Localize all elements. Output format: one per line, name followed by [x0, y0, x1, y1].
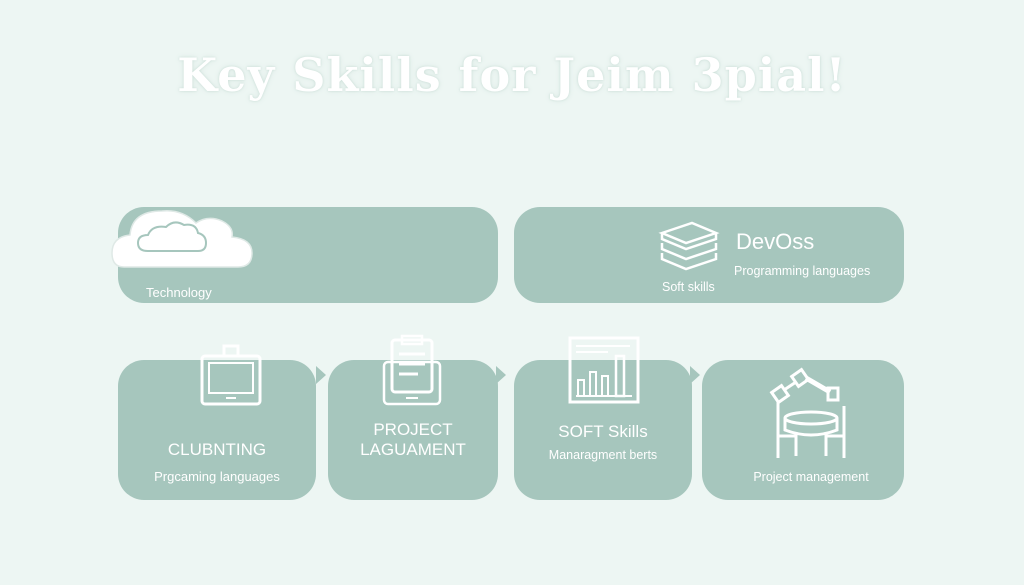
page-title: Key Skills for Jeim 3pial!	[177, 48, 847, 102]
card-devops: DevOss Programming languages Soft skills	[514, 207, 904, 303]
stacked-books-icon	[658, 221, 720, 271]
project-title-line1: PROJECT	[373, 420, 453, 439]
devops-title: DevOss	[736, 229, 815, 254]
technology-label: Technology	[146, 285, 212, 300]
project-title-line2: LAGUAMENT	[360, 440, 466, 459]
arrow-1	[316, 366, 326, 384]
arrow-3	[690, 366, 700, 384]
card-clubnting: CLUBNTING Prgcaming languages	[118, 360, 316, 500]
robot-arm-table-icon	[769, 367, 846, 458]
bar-chart-icon	[568, 336, 640, 404]
clubnting-title: CLUBNTING	[167, 440, 267, 459]
card-project: PROJECT LAGUAMENT	[328, 360, 498, 500]
clipboard-tablet-icon	[382, 334, 442, 406]
project-management-label: Project management	[753, 470, 869, 484]
devops-subtitle: Programming languages	[734, 264, 871, 278]
arrow-2	[496, 366, 506, 384]
cloud-icon	[111, 210, 253, 268]
clubnting-subtitle: Prgcaming languages	[154, 469, 280, 484]
card-project-management: Project management	[702, 360, 904, 500]
devops-label: Soft skills	[662, 280, 715, 294]
soft-skills-subtitle: Manaragment berts	[548, 448, 658, 462]
tablet-clipboard-icon	[200, 344, 262, 406]
soft-skills-title: SOFT Skills	[558, 422, 648, 441]
